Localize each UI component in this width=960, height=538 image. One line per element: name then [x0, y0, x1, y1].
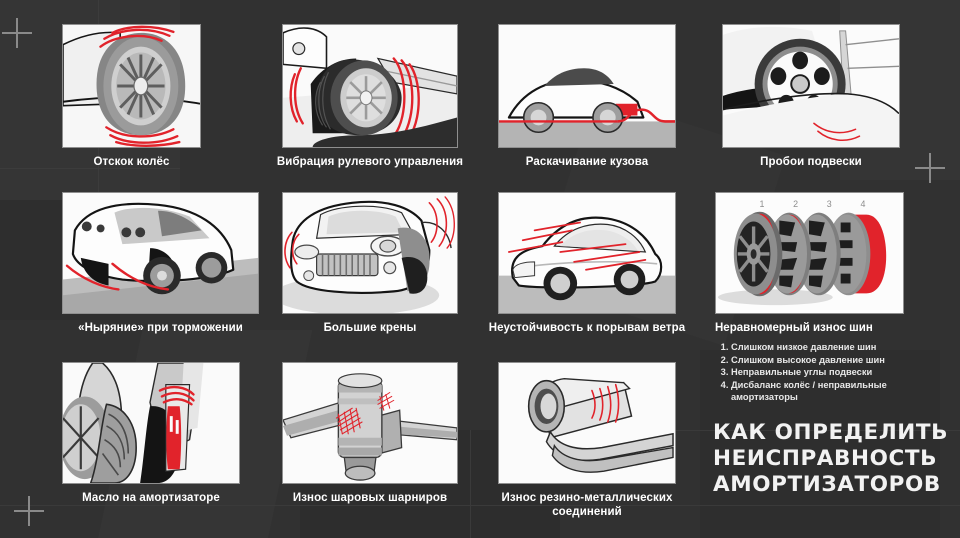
- thumbnail-suspension-bottoming: [722, 24, 900, 148]
- card-caption: Масло на амортизаторе: [82, 492, 220, 504]
- list-item: Слишком высокое давление шин: [731, 354, 955, 367]
- thumbnail-body-roll: [282, 192, 458, 314]
- card-bushing-wear: Износ резино-металлических соединений: [498, 362, 676, 518]
- card-caption: Отскок колёс: [93, 156, 170, 168]
- card-caption: Вибрация рулевого управления: [276, 156, 464, 168]
- page-title: Как определить Неисправность Амортизатор…: [713, 420, 953, 498]
- thumbnail-wind-instability: [498, 192, 676, 314]
- thumbnail-wheel-bounce: [62, 24, 201, 148]
- card-caption: Раскачивание кузова: [525, 156, 649, 168]
- background-rule: [470, 430, 471, 538]
- card-caption: Износ шаровых шарниров: [292, 492, 448, 504]
- card-caption: Износ резино-металлических соединений: [501, 492, 673, 518]
- tyre-number-3: 3: [827, 199, 832, 209]
- thumbnail-steering-vibration: [282, 24, 458, 148]
- card-ball-joint-wear: Износ шаровых шарниров: [282, 362, 458, 504]
- list-item: Слишком низкое давление шин: [731, 341, 955, 354]
- crosshair-marker-icon: [2, 18, 32, 48]
- thumbnail-brake-dive: [62, 192, 259, 314]
- headline-line-3: Амортизаторов: [713, 472, 941, 497]
- card-caption: Пробои подвески: [760, 156, 862, 168]
- card-wind-instability: Неустойчивость к порывам ветра: [489, 192, 685, 334]
- card-suspension-bottoming: Пробои подвески: [722, 24, 900, 168]
- card-caption: Неустойчивость к порывам ветра: [488, 322, 686, 334]
- headline-line-2: Неисправность: [713, 446, 938, 471]
- thumbnail-body-sway: [498, 24, 676, 148]
- card-brake-dive: «Ныряние» при торможении: [62, 192, 259, 334]
- list-item: Дисбаланс колёс / неправильные амортизат…: [731, 379, 955, 404]
- headline-line-1: Как определить: [713, 420, 949, 445]
- thumbnail-bushing-wear: [498, 362, 676, 484]
- thumbnail-uneven-tyre-wear: 1 2 3 4: [715, 192, 904, 314]
- thumbnail-ball-joint-wear: [282, 362, 458, 484]
- thumbnail-shock-oil-leak: [62, 362, 240, 484]
- card-uneven-tyre-wear: 1 2 3 4: [715, 192, 904, 314]
- card-shock-oil-leak: Масло на амортизаторе: [62, 362, 240, 504]
- card-steering-vibration: Вибрация рулевого управления: [277, 24, 463, 168]
- card-caption: Большие крены: [323, 322, 417, 334]
- tyre-number-4: 4: [860, 199, 865, 209]
- tyre-wear-reason-list: Слишком низкое давление шин Слишком высо…: [715, 341, 955, 404]
- card-body-sway: Раскачивание кузова: [498, 24, 676, 168]
- card-wheel-bounce: Отскок колёс: [62, 24, 201, 168]
- card-caption: «Ныряние» при торможении: [78, 322, 243, 334]
- card-body-roll: Большие крены: [282, 192, 458, 334]
- tyre-wear-title: Неравномерный износ шин: [715, 322, 873, 334]
- list-item: Неправильные углы подвески: [731, 366, 955, 379]
- tyre-number-1: 1: [760, 199, 765, 209]
- tyre-number-2: 2: [793, 199, 798, 209]
